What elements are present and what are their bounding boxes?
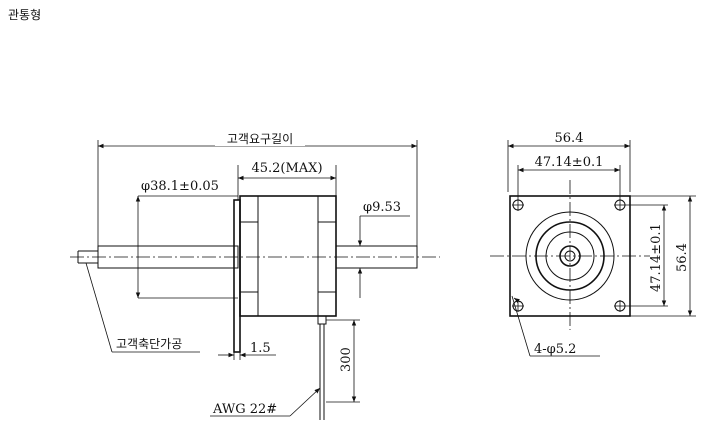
lead-length-label: 300 bbox=[339, 347, 354, 372]
hole-spacing-h-label: 47.14±0.1 bbox=[535, 155, 604, 170]
flange-plate bbox=[233, 199, 241, 353]
front-view: 56.4 47.14±0.1 bbox=[490, 131, 696, 357]
shaft-core bbox=[564, 250, 576, 262]
shaft-diameter-label: φ9.53 bbox=[363, 200, 401, 215]
shaft-end-label: 고객축단가공 bbox=[116, 337, 182, 351]
pilot-ring bbox=[535, 221, 605, 291]
body-length-label: 45.2(MAX) bbox=[251, 161, 322, 176]
hole-spacing-v-label: 47.14±0.1 bbox=[649, 223, 664, 292]
nut-diameter-label: φ38.1±0.05 bbox=[141, 179, 219, 194]
wire-label: AWG 22# bbox=[212, 402, 277, 417]
motor-body bbox=[239, 195, 337, 317]
shaft-left bbox=[97, 245, 239, 269]
width-label: 56.4 bbox=[555, 131, 584, 146]
height-label: 56.4 bbox=[675, 243, 690, 272]
side-view: 고객요구길이 45.2(MAX) φ38.1±0.05 φ9.53 bbox=[70, 131, 440, 420]
shaft-ring bbox=[559, 245, 581, 267]
page-title: 관통형 bbox=[8, 8, 42, 22]
hole-label: 4-φ5.2 bbox=[534, 342, 576, 357]
lead-exit bbox=[317, 315, 327, 325]
nut-ring bbox=[545, 231, 595, 281]
mounting-holes bbox=[512, 199, 626, 312]
total-length-label: 고객요구길이 bbox=[227, 132, 293, 146]
flange-thickness-label: 1.5 bbox=[250, 341, 271, 356]
pilot-outer-ring bbox=[525, 211, 615, 301]
